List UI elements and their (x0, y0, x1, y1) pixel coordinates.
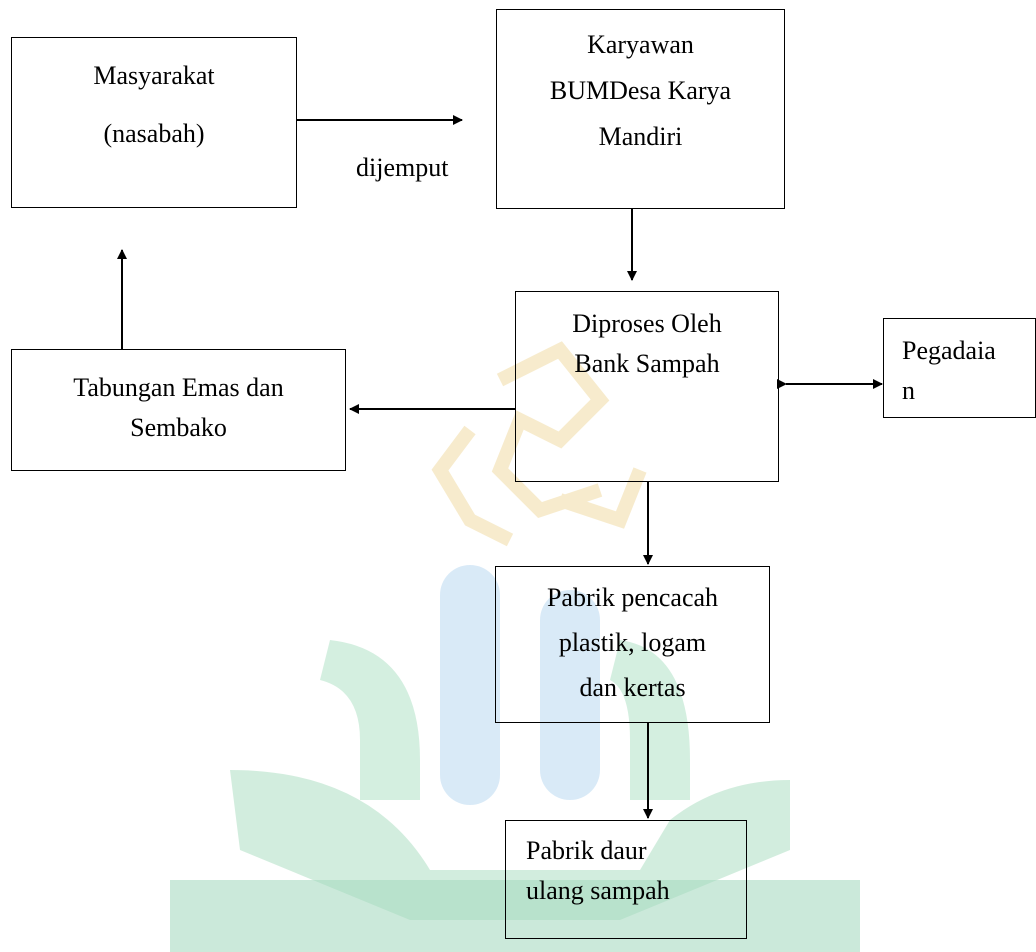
node-tabungan: Tabungan Emas dan Sembako (11, 349, 346, 471)
node-daur-ulang-line-2: ulang sampah (526, 876, 670, 905)
node-daur-ulang: Pabrik daur ulang sampah (505, 820, 747, 939)
watermark-logo (170, 341, 860, 952)
node-diproses: Diproses Oleh Bank Sampah (515, 291, 779, 482)
node-karyawan-line-1: Karyawan (587, 30, 694, 59)
node-masyarakat-line-1: Masyarakat (93, 61, 215, 90)
node-pegadaian-line-1: Pegadaia (902, 336, 996, 365)
node-masyarakat-line-2: (nasabah) (103, 119, 205, 148)
node-pencacah: Pabrik pencacah plastik, logam dan kerta… (495, 566, 770, 723)
node-daur-ulang-line-1: Pabrik daur (526, 836, 647, 865)
node-masyarakat: Masyarakat (nasabah) (11, 37, 297, 208)
connectors (117, 115, 883, 819)
node-pencacah-line-2: plastik, logam (558, 628, 707, 657)
watermark-book (170, 565, 860, 952)
node-tabungan-line-2: Sembako (130, 413, 227, 442)
edge-label-dijemput: dijemput (356, 153, 449, 182)
node-karyawan-line-2: BUMDesa Karya (549, 76, 732, 105)
node-karyawan: Karyawan BUMDesa Karya Mandiri (496, 9, 785, 209)
node-diproses-line-1: Diproses Oleh (572, 309, 722, 338)
watermark-ornament (431, 341, 647, 547)
node-pencacah-line-1: Pabrik pencacah (546, 583, 719, 612)
node-diproses-line-2: Bank Sampah (574, 349, 720, 378)
node-karyawan-line-3: Mandiri (598, 122, 683, 151)
node-tabungan-line-1: Tabungan Emas dan (73, 373, 284, 402)
node-pegadaian: Pegadaia n (883, 318, 1036, 418)
node-pencacah-line-3: dan kertas (579, 673, 686, 702)
node-pegadaian-line-2: n (902, 376, 915, 405)
